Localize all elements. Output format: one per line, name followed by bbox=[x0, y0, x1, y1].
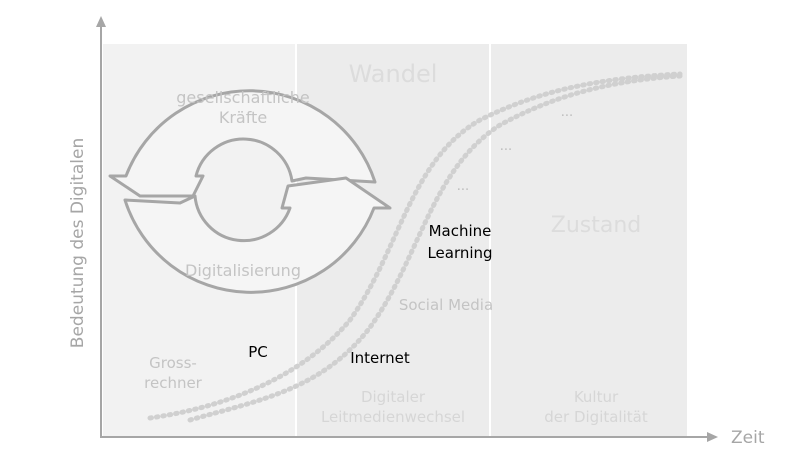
milestone-grossrechner-line1: Gross- bbox=[149, 354, 197, 372]
milestone-machine-learning-line2: Learning bbox=[427, 244, 492, 262]
cycle-label-top-line2: Kräfte bbox=[219, 108, 267, 127]
dotted-curve-lower bbox=[147, 71, 683, 421]
axes bbox=[96, 16, 718, 442]
milestone-ellipsis-3: ... bbox=[561, 105, 573, 120]
cycle-label-bottom: Digitalisierung bbox=[185, 261, 301, 280]
x-axis-arrowhead bbox=[707, 432, 718, 442]
phase-band-zustand bbox=[491, 44, 687, 436]
milestone-social-media: Social Media bbox=[399, 296, 493, 314]
milestone-grossrechner-line2: rechner bbox=[144, 374, 203, 392]
dotted-growth-curve bbox=[147, 71, 683, 423]
cycle-arrow-top bbox=[108, 89, 377, 198]
cycle-arrows bbox=[108, 89, 392, 294]
phase-caption-zustand-line2: der Digitalität bbox=[544, 408, 648, 426]
milestone-ellipsis-1: ... bbox=[457, 179, 469, 194]
milestone-machine-learning-line1: Machine bbox=[429, 222, 492, 240]
x-axis-label: Zeit bbox=[731, 428, 765, 448]
milestone-internet: Internet bbox=[350, 349, 410, 367]
phase-caption-zustand-line1: Kultur bbox=[574, 388, 619, 406]
cycle-label-top-line1: gesellschaftliche bbox=[176, 88, 309, 107]
phase-caption-wandel-line2: Leitmedienwechsel bbox=[321, 408, 465, 426]
y-axis-label: Bedeutung des Digitalen bbox=[68, 138, 88, 348]
milestone-pc: PC bbox=[248, 343, 268, 361]
dotted-curve-upper bbox=[187, 73, 683, 423]
phase-title-wandel: Wandel bbox=[349, 60, 438, 88]
cycle-arrow-bottom bbox=[123, 176, 392, 294]
phase-title-zustand: Zustand bbox=[551, 213, 642, 238]
y-axis-arrowhead bbox=[96, 16, 106, 27]
phase-caption-wandel-line1: Digitaler bbox=[361, 388, 426, 406]
milestone-ellipsis-2: ... bbox=[500, 139, 512, 154]
